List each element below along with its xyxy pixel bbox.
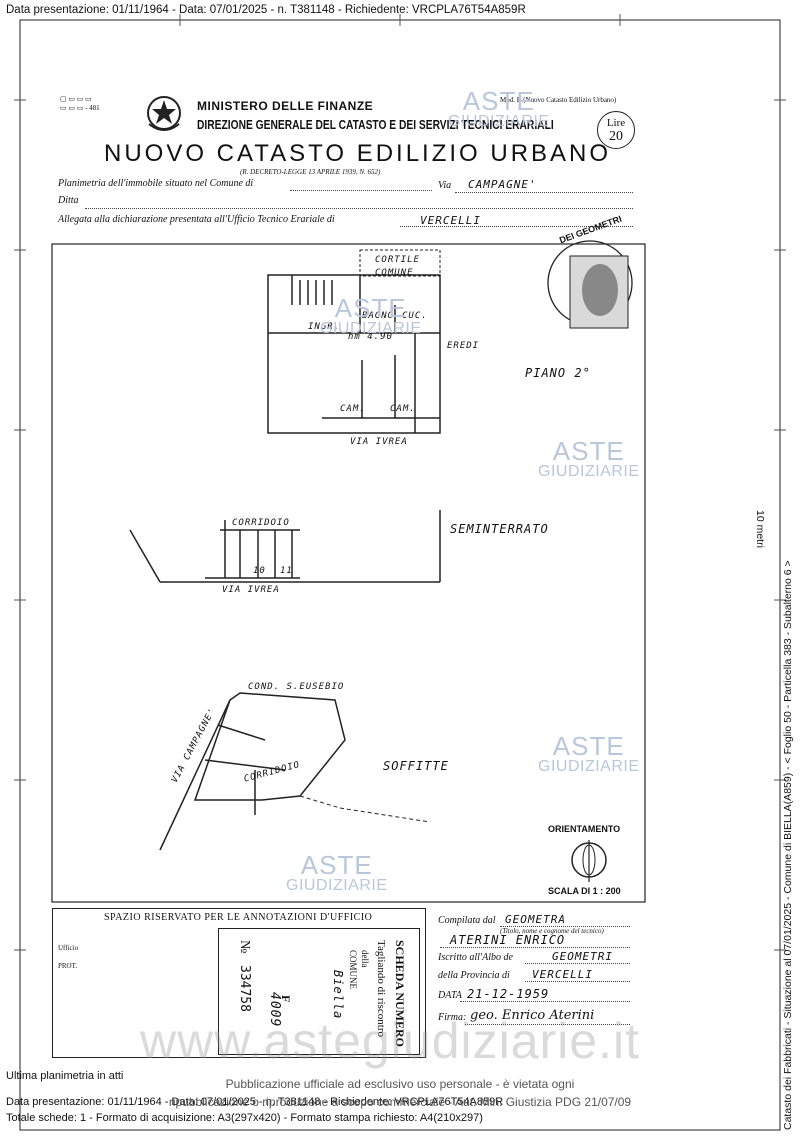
comune-line: [290, 190, 432, 191]
plan-label-ingr: INGR.: [308, 322, 341, 332]
plan-label-via-ivrea-2: VIA IVREA: [222, 585, 280, 595]
footer-overlay-2: ripubblicazione o riproduzione a scopo c…: [168, 1095, 632, 1109]
via-value: CAMPAGNE': [468, 178, 537, 191]
plan-label-eredi: EREDI: [447, 341, 480, 351]
firma-line: [465, 1024, 630, 1025]
via-label: Via: [438, 180, 452, 191]
state-emblem-icon: [147, 96, 181, 131]
comune-card-label: COMUNE: [348, 950, 358, 990]
office-line: [400, 226, 633, 227]
document-title: NUOVO CATASTO EDILIZIO URBANO: [104, 140, 612, 167]
provincia-line: [525, 981, 630, 982]
plan-label-corridoio: CORRIDOIO: [232, 518, 290, 528]
data-value: 21-12-1959: [467, 987, 550, 1001]
plan-label-seminterrato: SEMINTERRATO: [450, 522, 549, 536]
cadastral-reference: Catasto dei Fabbricati - Situazione al 0…: [782, 560, 794, 1130]
footer-line-2: Totale schede: 1 - Formato di acquisizio…: [6, 1112, 483, 1124]
scheda-card: [218, 928, 420, 1055]
plan-label-comune: COMUNE: [375, 268, 414, 278]
decree-reference: (R. DECRETO-LEGGE 13 APRILE 1939, N. 652…: [240, 168, 381, 176]
plan-label-cond: COND. S.EUSEBIO: [248, 682, 345, 692]
orientation-label: ORIENTAMENTO: [548, 824, 621, 834]
plan-label-piano: PIANO 2°: [525, 366, 591, 380]
document-header: Data presentazione: 01/11/1964 - Data: 0…: [6, 4, 526, 16]
data-line: [460, 1001, 630, 1002]
name-line: [440, 947, 630, 948]
annotations-box: [52, 908, 426, 1058]
footer-overlay-1: Pubblicazione ufficiale ad esclusivo uso…: [225, 1077, 575, 1091]
plan-label-via-ivrea-1: VIA IVREA: [350, 437, 408, 447]
ditta-line: [85, 208, 633, 209]
ditta-label: Ditta: [58, 195, 79, 206]
office-value: VERCELLI: [420, 214, 481, 227]
plan-label-cam-2: CAM.: [390, 404, 416, 414]
direction-title: DIREZIONE GENERALE DEL CATASTO E DEI SER…: [197, 118, 554, 132]
iscritto-value: GEOMETRI: [552, 950, 613, 963]
model-label: Mod. B (Nuovo Catasto Edilizio Urbano): [500, 96, 617, 104]
scale-label: SCALA DI 1 : 200: [548, 886, 621, 896]
footer-line-1: Data presentazione: 01/11/1964 - Data: 0…: [6, 1096, 504, 1108]
site-watermark: www.astegiudiziarie.it: [140, 1013, 640, 1069]
comune-label: Planimetria dell'immobile situato nel Co…: [58, 178, 254, 189]
compilata-label: Compilata dal: [438, 915, 496, 926]
provincia-value: VERCELLI: [532, 968, 593, 981]
via-line: [455, 192, 633, 193]
plan-label-height: hm 4.90: [348, 332, 393, 342]
iscritto-label: Iscritto all'Albo de: [438, 952, 513, 963]
no-label: №: [237, 940, 252, 954]
lire-stamp: Lire 20: [597, 111, 635, 149]
plan-label-10: 10: [253, 566, 266, 576]
compilata-line: [500, 926, 630, 927]
card-number: 334758: [237, 965, 252, 1012]
prot-label: PROT.: [58, 962, 78, 970]
provincia-label: della Provincia di: [438, 970, 510, 981]
registration-mark: ▢ ▭ ▭ ▭▭ ▭ ▭ - 481: [60, 95, 100, 112]
scale-note: 10 metri: [754, 510, 766, 548]
plan-label-cuc: CUC.: [402, 311, 428, 321]
data-label: DATA: [438, 990, 462, 1001]
plan-label-cam-1: CAM.: [340, 404, 366, 414]
plan-label-cortile: CORTILE: [375, 255, 420, 265]
firma-label: Firma:: [438, 1012, 467, 1023]
title-note: (Titolo, nome e cognome del tecnico): [500, 927, 604, 935]
plan-label-soffitte: SOFFITTE: [383, 759, 449, 773]
iscritto-line: [525, 963, 630, 964]
ministry-title: MINISTERO DELLE FINANZE: [197, 99, 374, 113]
signature: geo. Enrico Aterini: [470, 1008, 595, 1023]
plan-label-bagno: BAGNO: [362, 311, 395, 321]
office-label: Allegata alla dichiarazione presentata a…: [58, 214, 335, 225]
della-label: della: [360, 950, 370, 968]
compilata-value: GEOMETRA: [505, 913, 566, 926]
plan-label-11: 11: [280, 566, 293, 576]
technician-name: ATERINI ENRICO: [450, 933, 566, 947]
footer-ultima: Ultima planimetria in atti: [6, 1070, 124, 1082]
annotations-title: SPAZIO RISERVATO PER LE ANNOTAZIONI D'UF…: [104, 912, 373, 923]
ufficio-label: Ufficio: [58, 944, 79, 952]
